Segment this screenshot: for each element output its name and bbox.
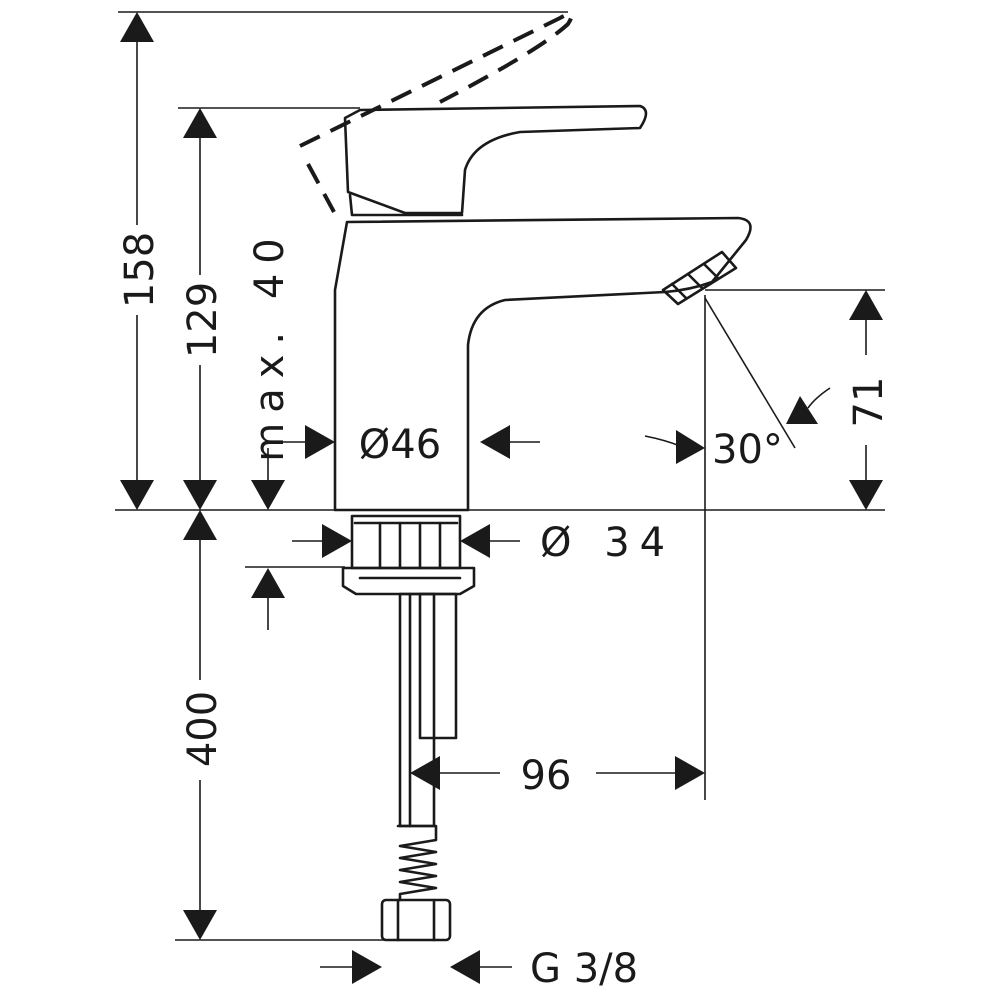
dimension-diameter-46: Ø46 (282, 422, 540, 468)
aerator (661, 250, 738, 306)
dim-158-label-bg (115, 225, 160, 315)
dim-400-arrow-top (183, 510, 217, 540)
dimension-71: 71 (845, 290, 892, 510)
hose-crimp (396, 824, 438, 902)
dimension-158: 158 (115, 12, 163, 510)
dim-d34-arrow-right (460, 524, 490, 558)
dim-96-arrow-left (410, 756, 440, 790)
dim-g38-arrow-right (450, 950, 480, 984)
dim-d46-arrow-left (305, 425, 335, 459)
dimension-g38: G 3/8 (320, 946, 638, 992)
dim-71-label-bg (845, 355, 890, 445)
aerator-ridge-1 (670, 282, 688, 300)
dim-71-label: 71 (846, 377, 892, 428)
dim-angle-label: 30° (712, 427, 783, 473)
fixing-nut (341, 566, 476, 596)
connection-nut (380, 898, 452, 942)
dimension-96: 96 (410, 753, 705, 799)
dimension-400: 400 (178, 510, 226, 940)
dimension-129: 129 (178, 108, 226, 510)
lever-raised-outline (299, 12, 574, 148)
spray-angle-line (704, 297, 796, 449)
dim-max40-arrow (251, 480, 285, 510)
underdeck-fitting (341, 514, 476, 942)
dim-71-arrow-bottom (849, 480, 883, 510)
lever-raised-side (306, 163, 336, 213)
dim-71-arrow-top (849, 290, 883, 320)
dim-g38-label: G 3/8 (530, 946, 638, 992)
dim-400-arrow-bottom (183, 910, 217, 940)
dim-129-label: 129 (180, 282, 226, 358)
dim-d46-label: Ø46 (359, 422, 441, 468)
aerator-ridge-2 (686, 272, 704, 290)
dim-d34-label: Ø 34 (540, 520, 675, 566)
dim-129-label-bg (178, 275, 223, 365)
dim-angle-arrow-left (676, 430, 705, 464)
dim-96-label: 96 (521, 753, 572, 799)
supply-pipe (418, 592, 458, 740)
dim-400-label: 400 (180, 691, 226, 767)
dim-max40-arrow-up (251, 568, 285, 598)
dimension-max-40: max. 40 (247, 228, 293, 630)
flex-hose (398, 592, 436, 828)
dim-158-label: 158 (117, 232, 163, 308)
dim-129-arrow-bottom (183, 480, 217, 510)
extension-lines (115, 11, 885, 941)
dim-angle-left-arc (644, 435, 681, 447)
dim-d34-arrow-left (322, 524, 352, 558)
dim-angle-right-arc (807, 387, 831, 409)
dim-400-label-bg (178, 680, 223, 780)
dim-angle-arrow-right (786, 396, 818, 424)
aerator-ridge-3 (702, 262, 720, 280)
dim-g38-arrow-left (352, 950, 382, 984)
lever-base (348, 193, 464, 217)
dim-129-arrow-top (183, 108, 217, 138)
dimension-angle-30: 30° (644, 387, 831, 473)
dim-158-arrow-top (120, 12, 154, 42)
dim-96-arrow-right (675, 756, 705, 790)
dimension-diameter-34: Ø 34 (292, 520, 675, 566)
dim-max40-label: max. 40 (247, 228, 293, 461)
dim-d46-arrow-right (480, 425, 510, 459)
lever-handle (343, 104, 648, 215)
dim-158-arrow-bottom (120, 480, 154, 510)
faucet-body (299, 12, 752, 512)
